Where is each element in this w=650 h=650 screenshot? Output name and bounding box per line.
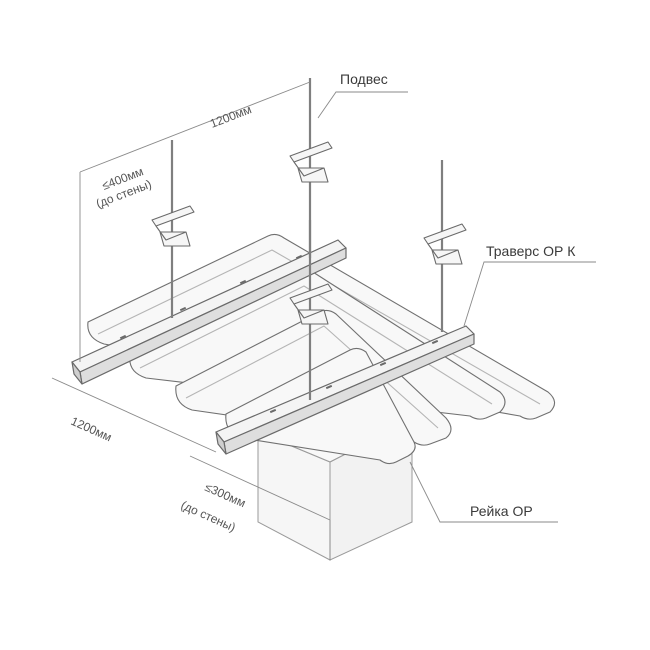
dimension-lines — [51, 81, 331, 560]
dim-bottom-max: ≤300мм — [203, 480, 248, 510]
dim-top-length: 1200мм — [208, 102, 253, 131]
bracket-2 — [289, 141, 333, 183]
hanger-label: Подвес — [340, 71, 388, 87]
rail-label: Рейка ОР — [470, 503, 533, 519]
dim-bottom-length: 1200мм — [69, 414, 114, 444]
leader-lines — [317, 91, 596, 523]
traverse-rear — [71, 239, 347, 385]
bracket-1 — [151, 205, 195, 247]
bracket-3 — [423, 223, 467, 265]
bracket-4 — [289, 283, 333, 325]
traverse-rails — [71, 239, 475, 455]
hanger-brackets — [151, 141, 467, 325]
traverse-front — [215, 325, 475, 455]
traverse-label: Траверс ОР К — [486, 243, 576, 259]
